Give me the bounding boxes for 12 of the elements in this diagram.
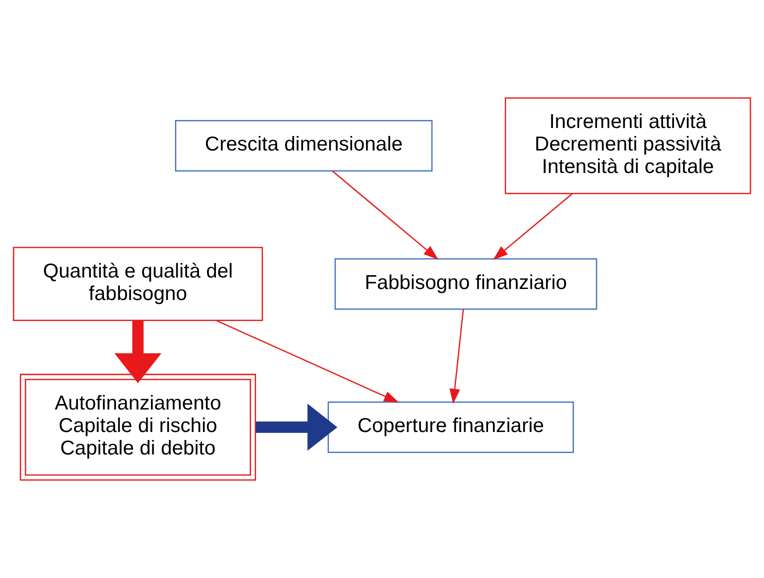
arrow — [256, 404, 338, 451]
arrow — [332, 170, 438, 260]
arrow — [114, 320, 162, 384]
arrow — [216, 320, 400, 403]
node-box: Coperture finanziarie — [328, 401, 574, 453]
node-box: Quantità e qualità del fabbisogno — [12, 246, 263, 322]
node-box: Autofinanziamento Capitale di rischio Capitale di debito — [20, 374, 256, 481]
node-box: Incrementi attività Decrementi passività Intensità di capitale — [504, 97, 752, 194]
arrow — [450, 309, 464, 404]
node-box: Fabbisogno finanziario — [334, 258, 598, 310]
arrow — [492, 193, 573, 260]
node-box: Crescita dimensionale — [175, 120, 433, 172]
